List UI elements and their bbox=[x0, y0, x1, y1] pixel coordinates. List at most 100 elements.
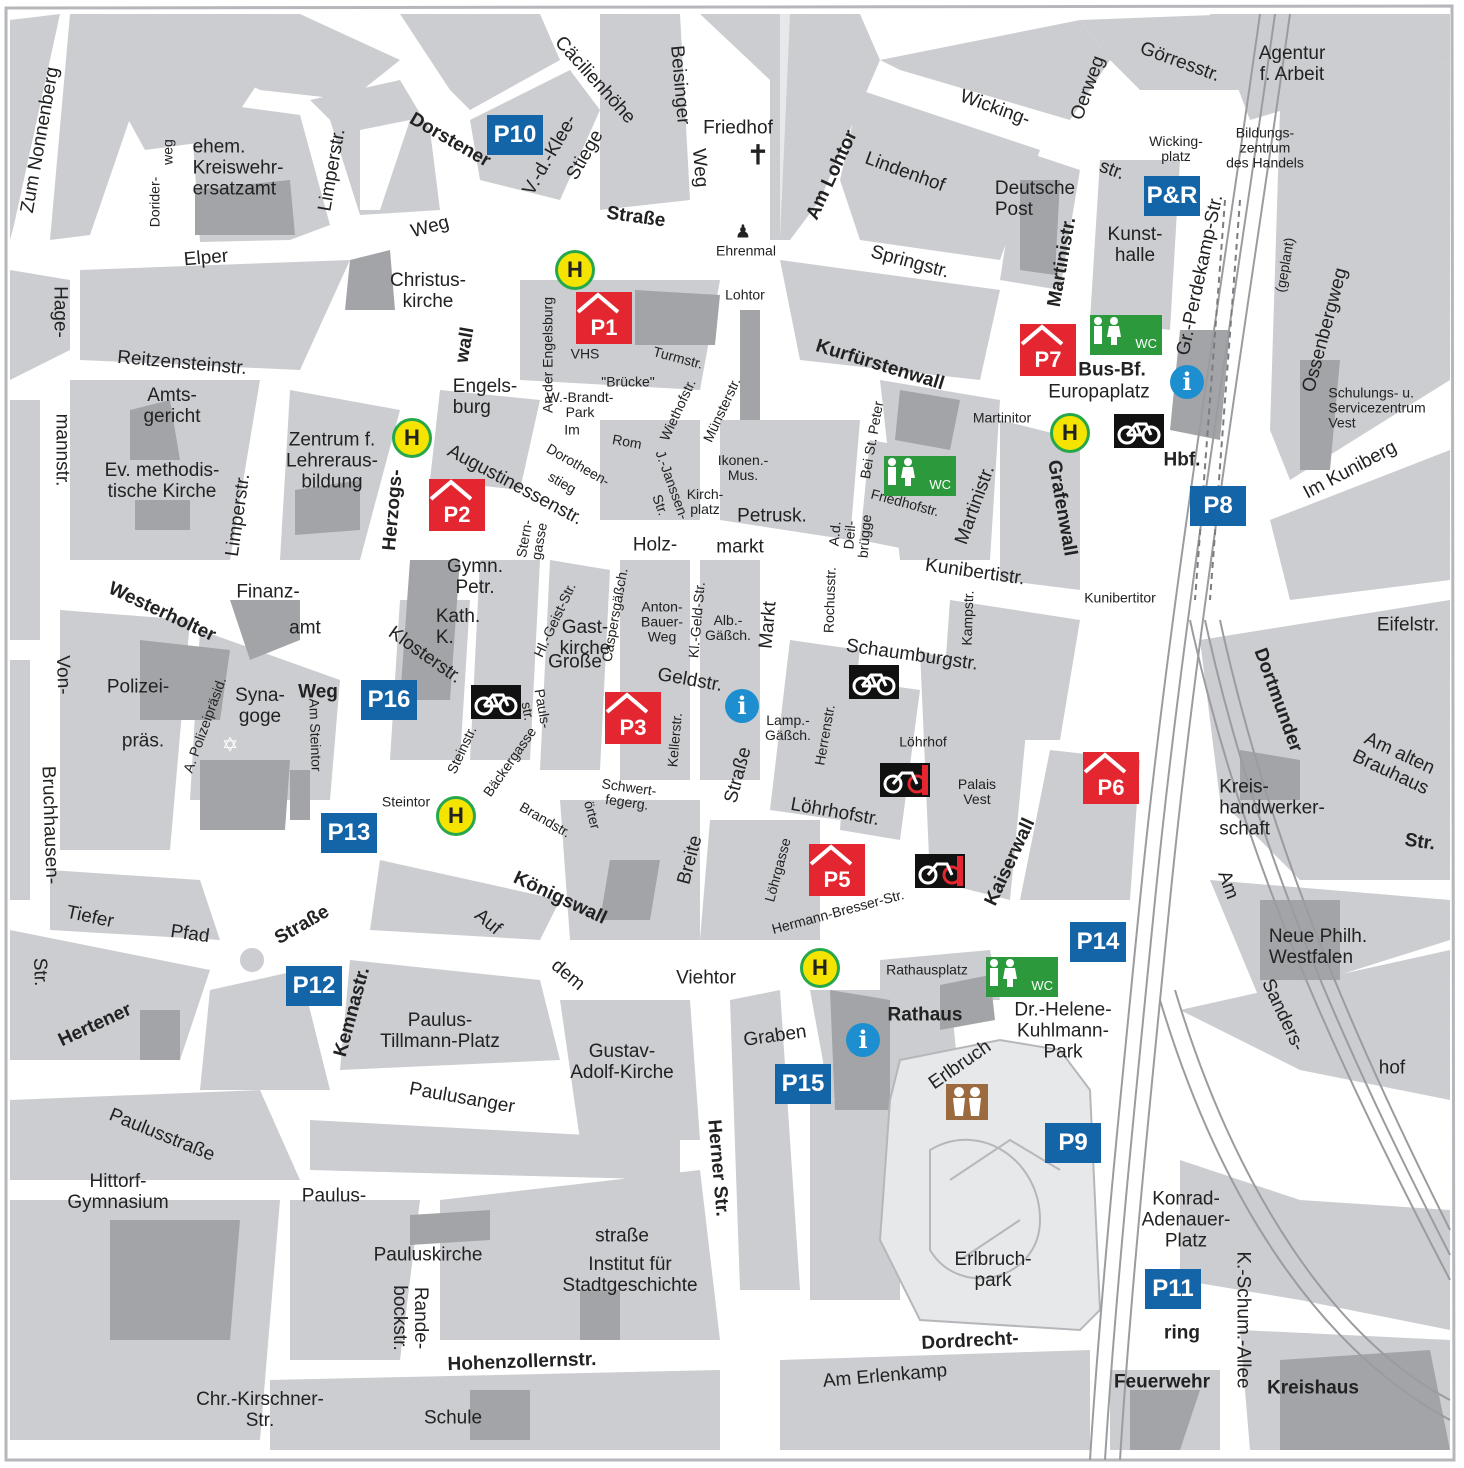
parking-p14[interactable]: P14 bbox=[1070, 922, 1126, 962]
parking-p13[interactable]: P13 bbox=[321, 813, 377, 853]
bike-rental-icon[interactable] bbox=[880, 763, 930, 797]
street-lamp-gaessch-text: Lamp.- Gäßch. bbox=[765, 712, 811, 743]
street-strasse-paulus: straße bbox=[595, 1225, 649, 1247]
place-christuskirche-text: Christus- kirche bbox=[389, 270, 467, 312]
buildings bbox=[110, 180, 1450, 1450]
parking-p8[interactable]: P8 bbox=[1190, 486, 1246, 526]
place-kreishandwerkerschaft: Kreis- handwerker- schaft bbox=[1219, 777, 1325, 840]
bus-stop-H-icon[interactable]: H bbox=[436, 796, 476, 836]
parking-p1[interactable]: P1 bbox=[576, 292, 632, 344]
place-europaplatz: Europaplatz bbox=[1048, 381, 1150, 403]
star-of-david-icon: ✡ bbox=[221, 734, 239, 757]
parking-p2-label: P2 bbox=[443, 502, 471, 527]
bicycle-glyph bbox=[1117, 422, 1161, 445]
parking-p15[interactable]: P15 bbox=[775, 1064, 831, 1104]
place-dr-helene: Dr.-Helene- Kuhlmann- Park bbox=[1014, 1000, 1111, 1063]
place-synagoge: Syna- goge bbox=[235, 685, 285, 727]
place-erlbruchpark-text: Erlbruch- park bbox=[954, 1249, 1032, 1291]
toilet-figures-icon bbox=[888, 458, 915, 486]
place-bus-bf: Bus-Bf. bbox=[1078, 359, 1146, 381]
street-eifelstr: Eifelstr. bbox=[1376, 614, 1440, 636]
bus-stop-H-icon[interactable]: H bbox=[555, 250, 595, 290]
place-bildungszentrum: Bildungs- zentrum des Handels bbox=[1226, 125, 1304, 171]
street-k-schum-allee: K.-Schum.-Allee bbox=[1232, 1251, 1254, 1389]
place-kirchplatz-text: Kirch- platz bbox=[686, 486, 724, 517]
parking-pr[interactable]: P&R bbox=[1144, 176, 1200, 216]
place-ev-methodist: Ev. methodis- tische Kirche bbox=[105, 460, 220, 502]
toilet-figures-icon bbox=[1094, 317, 1121, 345]
toilet-wc-icon[interactable]: WC bbox=[986, 957, 1058, 997]
info-icon[interactable]: i bbox=[846, 1023, 880, 1057]
place-schulungszentrum-text: Schulungs- u. Servicezentrum Vest bbox=[1328, 384, 1426, 431]
place-agentur-f-arbeit: Agentur f. Arbeit bbox=[1259, 43, 1326, 85]
place-kreishaus: Kreishaus bbox=[1267, 1377, 1359, 1399]
parking-p6[interactable]: P6 bbox=[1083, 752, 1139, 804]
street-weg-w: Weg bbox=[298, 681, 338, 703]
street-paulsstr: Pauls- str. bbox=[517, 688, 555, 732]
street-bruchhausen: Bruchhausen- bbox=[37, 765, 63, 885]
house-roof-icon bbox=[576, 292, 620, 314]
info-icon[interactable]: i bbox=[725, 689, 759, 723]
place-kunsthalle: Kunst- halle bbox=[1108, 224, 1163, 266]
parking-p7[interactable]: P7 bbox=[1020, 324, 1076, 376]
parking-p12[interactable]: P12 bbox=[286, 966, 342, 1006]
bicycle-icon[interactable] bbox=[471, 685, 521, 719]
place-ikonen-mus-text: Ikonen.- Mus. bbox=[717, 452, 769, 483]
parking-p5[interactable]: P5 bbox=[809, 844, 865, 896]
place-kath-k-text: Kath. K. bbox=[435, 606, 481, 648]
place-kirchplatz: Kirch- platz bbox=[687, 487, 724, 517]
street-anton-bauer-weg: Anton- Bauer- Weg bbox=[641, 599, 683, 645]
place-ehrenmal: Ehrenmal bbox=[716, 242, 776, 259]
street-randebockstr-text: Rande- bockstr. bbox=[389, 1285, 431, 1351]
bus-stop-H-icon[interactable]: H bbox=[392, 418, 432, 458]
bicycle-icon[interactable] bbox=[1114, 414, 1164, 448]
parking-p11[interactable]: P11 bbox=[1145, 1269, 1201, 1309]
parking-p3[interactable]: P3 bbox=[605, 692, 661, 744]
wc-label: WC bbox=[1135, 336, 1157, 351]
house-roof-icon bbox=[1083, 752, 1127, 774]
info-icon[interactable]: i bbox=[1170, 365, 1204, 399]
place-gustav-adolf-text: Gustav- Adolf-Kirche bbox=[570, 1041, 674, 1083]
street-lamp-gaessch: Lamp.- Gäßch. bbox=[765, 713, 811, 743]
place-erlbruchpark: Erlbruch- park bbox=[954, 1249, 1031, 1291]
roundabout bbox=[236, 944, 268, 976]
place-ehem-kreiswehrersatzamt: ehem. Kreiswehr- ersatzamt bbox=[193, 137, 284, 200]
place-loehrhof: Löhrhof bbox=[899, 733, 947, 750]
street-markt-v: Markt bbox=[755, 600, 781, 650]
place-martinitor: Martinitor bbox=[972, 409, 1032, 426]
parking-p16[interactable]: P16 bbox=[361, 680, 417, 720]
street-str-von: Str. bbox=[29, 957, 51, 987]
place-w-brandt-park: W.-Brandt- Park bbox=[547, 390, 614, 420]
place-ev-methodist-text: Ev. methodis- tische Kirche bbox=[104, 460, 220, 502]
parking-p1-label: P1 bbox=[590, 315, 618, 340]
house-roof-icon bbox=[429, 479, 473, 501]
place-ehem-kreiswehrersatzamt-text: ehem. Kreiswehr- ersatzamt bbox=[192, 136, 284, 200]
street-am-steintor: Am Steintor bbox=[306, 698, 325, 772]
bus-stop-H-icon[interactable]: H bbox=[800, 948, 840, 988]
toilet-wc-icon[interactable]: WC bbox=[884, 456, 956, 496]
bicycle-icon[interactable] bbox=[849, 665, 899, 699]
place-amtsgericht-text: Amts- gericht bbox=[143, 385, 201, 427]
place-amtsgericht: Amts- gericht bbox=[143, 385, 200, 427]
parking-p3-label: P3 bbox=[619, 715, 647, 740]
place-engelsburg-text: Engels- burg bbox=[452, 376, 518, 418]
parking-p9[interactable]: P9 bbox=[1045, 1123, 1101, 1163]
place-palais-vest: Palais Vest bbox=[958, 777, 996, 807]
toilet-wc-icon[interactable]: WC bbox=[1090, 315, 1162, 355]
street-a-d-deilbruegge: A.d. Deil- brügge bbox=[826, 511, 875, 559]
playground-icon[interactable] bbox=[946, 1084, 988, 1120]
parking-p2[interactable]: P2 bbox=[429, 479, 485, 531]
place-hittorf-text: Hittorf- Gymnasium bbox=[67, 1171, 169, 1213]
wc-label: WC bbox=[1031, 978, 1053, 993]
house-roof-icon bbox=[605, 692, 649, 714]
street-von: Von- bbox=[51, 655, 75, 695]
place-steintor: Steintor bbox=[381, 793, 431, 810]
street-chr-kirschner-text: Chr.-Kirschner- Str. bbox=[196, 1389, 324, 1431]
place-finanzamt-1: Finanz- bbox=[236, 581, 300, 603]
place-kunsthalle-text: Kunst- halle bbox=[1107, 224, 1163, 266]
parking-p10[interactable]: P10 bbox=[487, 115, 543, 155]
place-polizeipraes-1: Polizei- bbox=[106, 676, 170, 698]
bus-stop-H-icon[interactable]: H bbox=[1050, 413, 1090, 453]
bike-rental-icon[interactable] bbox=[915, 854, 965, 888]
